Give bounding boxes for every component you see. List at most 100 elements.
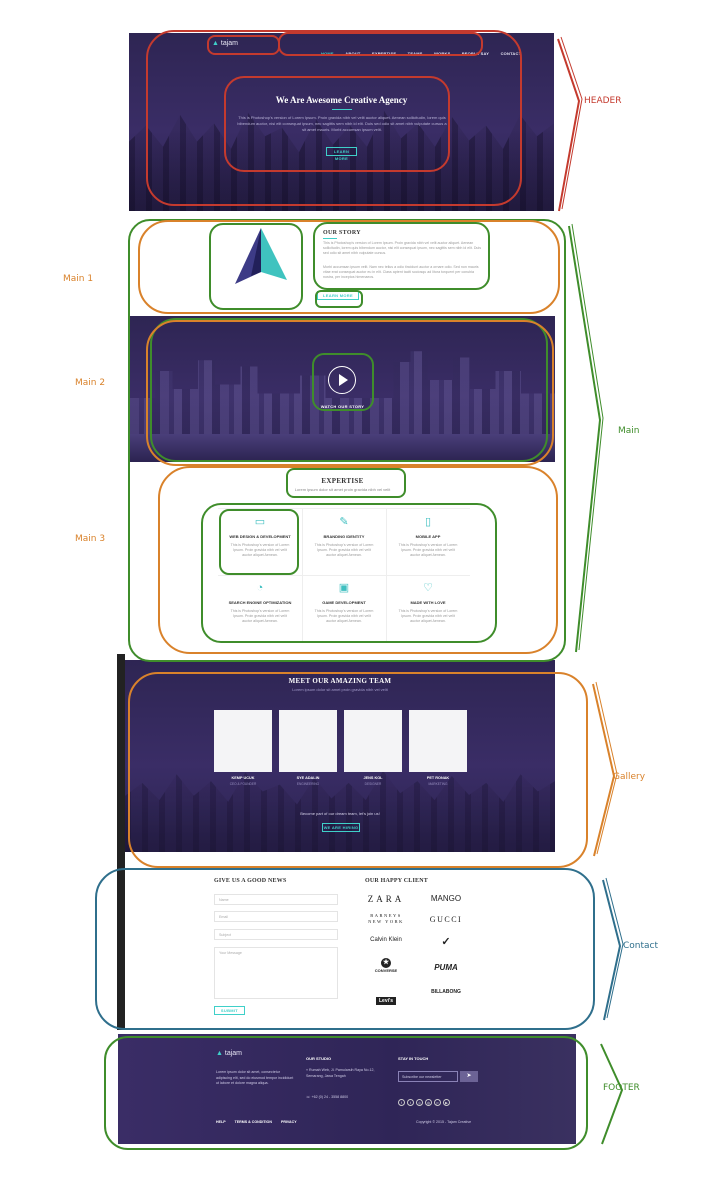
client-logo-gucci: GUCCI — [429, 915, 463, 924]
copyright: Copyright © 2015 - Tajam Creative — [416, 1120, 472, 1124]
name-field[interactable]: Name — [214, 894, 338, 905]
youtube-icon[interactable]: ▶ — [443, 1099, 450, 1106]
story-paragraph-2: Morbi accumsan ipsum velit. Nam nec tell… — [323, 265, 479, 279]
message-field[interactable]: Your Message — [214, 947, 338, 999]
logo-icon: ▲ — [216, 1050, 223, 1057]
mobile-icon: ▯ — [424, 516, 432, 528]
dribbble-icon[interactable]: ◍ — [425, 1099, 432, 1106]
twitter-icon[interactable]: t — [407, 1099, 414, 1106]
play-icon — [339, 374, 348, 386]
team-card[interactable]: JENS KOL DESIGNER — [344, 710, 402, 786]
brush-icon: ✎ — [339, 516, 349, 528]
team-role: MARKETING — [428, 782, 448, 786]
service-description: This is Photoshop's version of Lorem Ips… — [230, 543, 290, 557]
newsletter-input[interactable]: Subscribe our newsletter — [398, 1071, 458, 1082]
logo[interactable]: ▲ tajam — [212, 40, 239, 47]
service-description: This is Photoshop's version of Lorem Ips… — [314, 543, 374, 557]
annotation-main3-label: Main 3 — [75, 534, 106, 544]
client-logo-levis: Levi's — [363, 989, 409, 1007]
team-name: JENS KOL — [363, 776, 383, 780]
annotation-main-label: Main — [618, 426, 640, 436]
team-role: CEO & FOUNDER — [229, 782, 257, 786]
facebook-icon[interactable]: f — [398, 1099, 405, 1106]
footer-address: ⌖ Rumah Web, Jl. Pamularsih Raya No.12, … — [306, 1068, 375, 1078]
video-section: WATCH OUR STORY — [130, 316, 555, 462]
privacy-link[interactable]: PRIVACY — [280, 1120, 297, 1124]
annotation-contact-bracket — [602, 877, 624, 1021]
logo-icon: ▲ — [212, 40, 219, 47]
nav-works[interactable]: WORKS — [434, 51, 451, 56]
annotation-main1-label: Main 1 — [63, 274, 94, 284]
nav-expertise[interactable]: EXPERTISE — [371, 51, 397, 56]
service-description: This is Photoshop's version of Lorem Ips… — [230, 609, 290, 623]
team-photo — [409, 710, 467, 772]
water — [130, 434, 555, 462]
header-section: ▲ tajam HOME ABOUT EXPERTISE TEAMS WORKS… — [129, 33, 554, 211]
nav-home[interactable]: HOME — [321, 51, 334, 56]
team-card[interactable]: SYE ADALIN ENGINEERING — [279, 710, 337, 786]
story-learn-more-button[interactable]: LEARN MORE — [317, 291, 359, 300]
pinterest-icon[interactable]: p — [434, 1099, 441, 1106]
annotation-footer-label: FOOTER — [603, 1083, 640, 1093]
hero-learn-more-button[interactable]: LEARN MORE — [326, 147, 357, 161]
service-title: MOBILE APP — [415, 534, 441, 539]
email-field[interactable]: Email — [214, 911, 338, 922]
team-name: SYE ADALIN — [296, 776, 320, 780]
footer-section: ▲ tajam Lorem ipsum dolor sit amet, cons… — [118, 1034, 576, 1144]
location-pin-icon: ⌖ — [306, 1068, 309, 1072]
service-title: SEARCH ENGINE OPTIMIZATION — [228, 600, 292, 605]
client-logo-mango: MANGO — [430, 894, 462, 903]
team-title: MEET OUR AMAZING TEAM — [288, 677, 392, 685]
footer-logo[interactable]: ▲ tajam — [216, 1050, 243, 1057]
team-card[interactable]: KEMP UCUK CEO & FOUNDER — [214, 710, 272, 786]
help-link[interactable]: HELP — [216, 1120, 226, 1124]
nav-about[interactable]: ABOUT — [345, 51, 361, 56]
nav-people-say[interactable]: PEOPLE SAY — [461, 51, 490, 56]
hiring-text: Become part of our dream team, let's joi… — [300, 811, 380, 816]
team-subtitle: Lorem ipsum dolor sit amet proin gravida… — [292, 687, 388, 692]
we-are-hiring-button[interactable]: WE ARE HIRING — [322, 823, 360, 832]
annotation-gallery-label: Gallery — [613, 772, 646, 782]
contact-section: GIVE US A GOOD NEWS Name Email Subject Y… — [125, 865, 555, 1030]
story-title: OUR STORY — [323, 230, 361, 236]
subject-field[interactable]: Subject — [214, 929, 338, 940]
service-card[interactable]: ▣ GAME DEVELOPMENT This is Photoshop's ver… — [302, 574, 386, 640]
client-logo-zara: ZARA — [367, 894, 405, 904]
pie-chart-icon: ◔ — [256, 582, 264, 594]
footer-touch-title: STAY IN TOUCH — [398, 1056, 429, 1061]
team-section: MEET OUR AMAZING TEAM Lorem ipsum dolor … — [125, 660, 555, 852]
converse-star-icon: ★ — [381, 958, 391, 968]
client-logo-barneys: BARNEYS NEW YORK — [368, 913, 404, 924]
terms-link[interactable]: TERMS & CONDITION — [234, 1120, 272, 1124]
expertise-section: EXPERTISE Lorem ipsum dolor sit amet pro… — [130, 464, 555, 650]
service-card[interactable]: ◔ SEARCH ENGINE OPTIMIZATION This is Photo… — [218, 574, 302, 640]
hero-divider — [332, 109, 352, 110]
annotation-header-bracket — [557, 36, 583, 212]
team-role: DESIGNER — [364, 782, 382, 786]
game-icon: ▣ — [338, 582, 350, 594]
footer-links: HELP TERMS & CONDITION PRIVACY — [216, 1120, 297, 1124]
client-logo-billabong: BILLABONG — [431, 989, 461, 995]
service-description: This is Photoshop's version of Lorem Ips… — [314, 609, 374, 623]
newsletter-send-button[interactable]: ➤ — [460, 1071, 478, 1082]
client-logo-puma: PUMA — [434, 963, 458, 972]
team-name: KEMP UCUK — [231, 776, 255, 780]
nav-contact[interactable]: CONTACT — [500, 51, 522, 56]
nav-teams[interactable]: TEAMS — [407, 51, 423, 56]
team-name: PET RONAK — [426, 776, 450, 780]
play-button[interactable] — [328, 366, 356, 394]
submit-button[interactable]: SUBMIT — [214, 1006, 245, 1015]
service-card[interactable]: ▯ MOBILE APP This is Photoshop's version o… — [386, 508, 470, 574]
footer-phone: ☏ +62 (0) 24 - 3558 8800 — [306, 1095, 349, 1099]
team-photo — [214, 710, 272, 772]
service-description: This is Photoshop's version of Lorem Ips… — [398, 543, 458, 557]
instagram-icon[interactable]: ◎ — [416, 1099, 423, 1106]
service-title: GAME DEVELOPMENT — [322, 600, 366, 605]
team-card[interactable]: PET RONAK MARKETING — [409, 710, 467, 786]
hero-text: This is Photoshop's version of Lorem Ips… — [237, 115, 447, 132]
team-role: ENGINEERING — [296, 782, 320, 786]
